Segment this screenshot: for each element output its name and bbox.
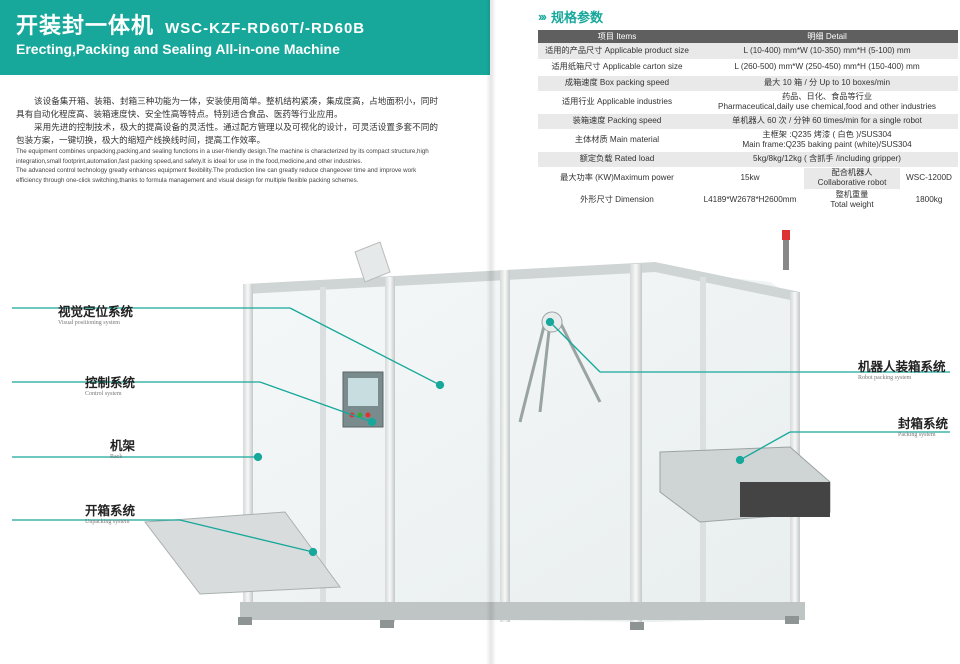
spec-item: 额定负载 Rated load [538,151,696,168]
spec-header-row: 项目 Items 明细 Detail [538,30,958,43]
spec-detail: 5kg/8kg/12kg ( 含抓手 /including gripper) [696,151,958,168]
title-cn: 开装封一体机 [16,13,155,38]
callout-unpacking: 开箱系统 Unpacking system [85,500,135,525]
touch-screen [348,378,378,406]
callout-control: 控制系统 Control system [85,372,135,397]
spec-table: 项目 Items 明细 Detail 适用的产品尺寸 Applicable pr… [538,30,958,212]
vacuum-pipe [354,241,391,283]
spec-item: 装箱速度 Packing speed [538,113,696,130]
spec-title: ››› 规格参数 [538,7,603,26]
callout-lines [12,307,950,557]
signal-light [783,230,789,270]
spec-detail: 药品、日化、食品等行业 Pharmaceutical,daily use che… [696,91,958,114]
chevrons-right-icon: ››› [538,9,547,24]
panel-button [357,412,363,418]
spec-detail: L (260-500) mm*W (250-450) mm*H (150-400… [696,59,958,76]
desc-en-1: The equipment combines unpacking,packing… [16,148,429,165]
callout-sealing-en: Packing system [898,432,936,438]
callout-sealing: 封箱系统 Packing system [898,413,948,438]
frame-post [500,270,510,622]
callout-robot: 机器人装箱系统 Robot packing system [858,356,946,381]
table-row: 额定负载 Rated load 5kg/8kg/12kg ( 含抓手 /incl… [538,151,958,168]
panel-button [365,412,371,418]
callout-robot-cn: 机器人装箱系统 [858,360,946,374]
spec-header-items: 项目 Items [538,30,696,43]
table-row: 装箱速度 Packing speed 单机器人 60 次 / 分钟 60 tim… [538,113,958,130]
spec-item: 成箱速度 Box packing speed [538,75,696,92]
machine-base [240,602,805,620]
spec-item: 外形尺寸 Dimension [538,189,696,212]
callout-rack-en: Rack [110,454,123,460]
spec-detail-line2: Pharmaceutical,daily use chemical,food a… [718,102,936,111]
spec-mid-en: Total weight [830,200,874,209]
spec-detail: 主框架 :Q235 烤漆 ( 白色 )/SUS304 Main frame:Q2… [696,129,958,152]
callout-control-cn: 控制系统 [85,376,136,390]
frame-post [630,264,642,624]
table-row: 适用的产品尺寸 Applicable product size L (10-40… [538,43,958,60]
callout-vision-en: Visual positioning system [58,320,120,326]
table-row: 主体材质 Main material 主框架 :Q235 烤漆 ( 白色 )/S… [538,129,958,152]
spec-item: 最大功率 (KW)Maximum power [538,167,696,190]
spec-detail-line1: 主框架 :Q235 烤漆 ( 白色 )/SUS304 [762,130,892,139]
machine-feet [238,616,799,630]
spec-item: 适用行业 Applicable industries [538,91,696,114]
page-title: 开装封一体机 WSC-KZF-RD60T/-RD60B [16,8,365,40]
top-frame [245,262,800,302]
table-row: 成箱速度 Box packing speed 最大 10 箱 / 分 Up to… [538,75,958,92]
callout-unpacking-en: Unpacking system [85,519,130,525]
robot-arm [518,321,602,423]
spec-detail-line1: 药品、日化、食品等行业 [781,92,873,101]
spec-detail-line2: Main frame:Q235 baking paint (white)/SUS… [742,140,912,149]
spec-mid: 配合机器人 Collaborative robot [804,167,900,190]
spec-right: WSC-1200D [900,167,958,190]
spec-header-detail: 明细 Detail [696,30,958,43]
sealing-motor [740,482,830,517]
spec-detail: 最大 10 箱 / 分 Up to 10 boxes/min [696,75,958,92]
desc-cn-1: 该设备集开箱、装箱、封箱三种功能为一体，安装使用简单。整机结构紧凑，集成度高，占… [16,96,438,119]
title-en: Erecting,Packing and Sealing All-in-one … [16,41,340,57]
table-row: 最大功率 (KW)Maximum power 15kw 配合机器人 Collab… [538,167,958,190]
callout-rack-cn: 机架 [110,439,136,453]
callout-vision-cn: 视觉定位系统 [58,305,134,319]
spec-mid-cn: 整机重量 [835,190,869,199]
spec-mid: 整机重量 Total weight [804,189,900,212]
callout-rack: 机架 Rack [110,435,135,460]
spec-right: 1800kg [900,189,958,212]
unpacking-ramp [144,511,341,595]
spec-value: 15kw [696,167,804,190]
spec-item: 主体材质 Main material [538,129,696,152]
frame-post [320,287,326,612]
table-row: 适用纸箱尺寸 Applicable carton size L (260-500… [538,59,958,76]
machine-illustration [12,230,950,630]
spec-value: L4189*W2678*H2600mm [696,189,804,212]
description: 该设备集开箱、装箱、封箱三种功能为一体，安装使用简单。整机结构紧凑，集成度高，占… [16,95,442,185]
callout-sealing-cn: 封箱系统 [898,417,949,431]
callout-vision: 视觉定位系统 Visual positioning system [58,301,133,326]
frame-post [700,277,706,612]
frame-post [385,277,395,622]
desc-cn-2: 采用先进的控制技术，极大的提高设备的灵活性。通过配方管理以及可视化的设计，可灵活… [16,122,438,145]
spec-detail: L (10-400) mm*W (10-350) mm*H (5-100) mm [696,43,958,60]
spec-mid-en: Collaborative robot [817,178,887,187]
callout-unpacking-cn: 开箱系统 [85,504,136,518]
desc-en-2: The advanced control technology greatly … [16,167,417,184]
model-number: WSC-KZF-RD60T/-RD60B [165,20,366,37]
table-row: 外形尺寸 Dimension L4189*W2678*H2600mm 整机重量 … [538,189,958,212]
spec-title-text: 规格参数 [551,10,604,25]
spec-mid-cn: 配合机器人 [831,168,873,177]
spec-detail: 单机器人 60 次 / 分钟 60 times/min for a single… [696,113,958,130]
glass-enclosure [245,270,800,622]
signal-light-red [782,230,790,240]
frame-post [243,284,253,614]
table-row: 适用行业 Applicable industries 药品、日化、食品等行业 P… [538,91,958,114]
callout-robot-en: Robot packing system [858,375,912,381]
page-fold [486,0,496,664]
callout-control-en: Control system [85,391,122,397]
spec-item: 适用的产品尺寸 Applicable product size [538,43,696,60]
header-band: 开装封一体机 WSC-KZF-RD60T/-RD60B Erecting,Pac… [0,0,490,75]
spec-item: 适用纸箱尺寸 Applicable carton size [538,59,696,76]
